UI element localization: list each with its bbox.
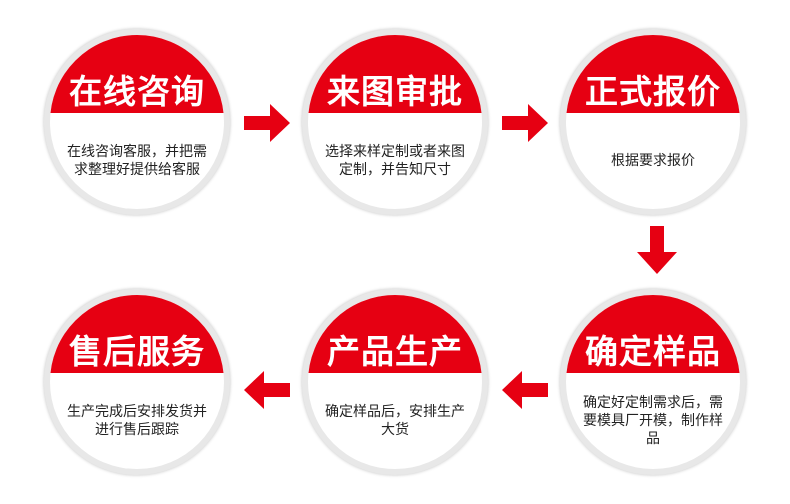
arrow-down-icon	[637, 226, 677, 274]
step-circle: 来图审批 选择来样定制或者来图定制，并告知尺寸	[308, 35, 482, 209]
arrow-left-icon	[502, 371, 548, 409]
step-description: 在线咨询客服，并把需求整理好提供给客服	[67, 144, 207, 178]
step-drawing-review: 来图审批 选择来样定制或者来图定制，并告知尺寸	[302, 29, 488, 215]
arrow-left-icon	[244, 371, 290, 409]
step-production: 产品生产 确定样品后，安排生产大货	[302, 289, 488, 475]
step-circle: 确定样品 确定好定制需求后，需要模具厂开模，制作样品	[566, 295, 740, 469]
step-title: 产品生产	[327, 332, 463, 371]
step-title: 确定样品	[585, 332, 721, 371]
step-after-sales: 售后服务 生产完成后安排发货并进行售后跟踪	[44, 289, 230, 475]
step-description: 确定好定制需求后，需要模具厂开模，制作样品	[583, 395, 723, 447]
step-header-band	[308, 35, 482, 113]
step-circle: 售后服务 生产完成后安排发货并进行售后跟踪	[50, 295, 224, 469]
arrow-right-icon	[502, 104, 548, 142]
step-description: 根据要求报价	[611, 153, 695, 169]
step-title: 正式报价	[585, 72, 721, 111]
step-header-band	[566, 35, 740, 113]
step-online-consult: 在线咨询 在线咨询客服，并把需求整理好提供给客服	[44, 29, 230, 215]
step-circle: 在线咨询 在线咨询客服，并把需求整理好提供给客服	[50, 35, 224, 209]
step-header-band	[50, 295, 224, 373]
step-header-band	[308, 295, 482, 373]
step-title: 售后服务	[69, 332, 205, 371]
step-title: 在线咨询	[69, 72, 205, 111]
step-header-band	[566, 295, 740, 373]
step-description: 生产完成后安排发货并进行售后跟踪	[67, 404, 207, 438]
step-circle: 产品生产 确定样品后，安排生产大货	[308, 295, 482, 469]
step-description: 选择来样定制或者来图定制，并告知尺寸	[325, 144, 465, 178]
step-confirm-sample: 确定样品 确定好定制需求后，需要模具厂开模，制作样品	[560, 289, 746, 475]
step-header-band	[50, 35, 224, 113]
arrow-right-icon	[244, 104, 290, 142]
step-formal-quote: 正式报价 根据要求报价	[560, 29, 746, 215]
step-title: 来图审批	[327, 72, 463, 111]
step-circle: 正式报价 根据要求报价	[566, 35, 740, 209]
step-description: 确定样品后，安排生产大货	[325, 404, 465, 438]
